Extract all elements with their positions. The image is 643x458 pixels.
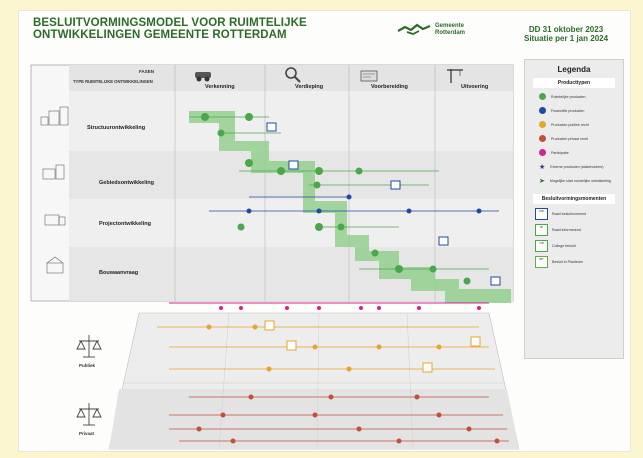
- row-band-2: [69, 151, 513, 199]
- legend-product-label: Ruimtelijke producten: [551, 94, 586, 99]
- private-plane: [109, 389, 519, 449]
- product-dot-icon: [539, 135, 546, 142]
- decision-box-icon: CB: [535, 240, 548, 252]
- binoculars-icon: [195, 72, 211, 82]
- legend-besluit-label: Raad besluitvormend: [552, 212, 586, 216]
- legend-besluit-label: Besluit in Planteam: [552, 260, 583, 264]
- legend-product-label: Producten publiek recht: [551, 122, 589, 127]
- legend-product-item: Ruimtelijke producten: [539, 91, 623, 102]
- product-dot-icon: [539, 121, 546, 128]
- star-icon: ★: [539, 163, 546, 171]
- legend-besluit-item: RB Raad besluitvormend: [535, 208, 623, 220]
- flow-line-blue: [209, 196, 499, 212]
- date-line-1: DD 31 oktober 2023: [528, 25, 604, 34]
- legend-product-item: Participatie: [539, 147, 623, 158]
- row-label-3: Projectontwikkeling: [99, 221, 151, 227]
- row-label-4: Bouwaanvraag: [99, 270, 138, 276]
- phase-label-1: Verkenning: [205, 84, 235, 90]
- flow-lines-green: [189, 116, 489, 270]
- blueprint-icon: [360, 70, 378, 82]
- private-nodes: [196, 394, 500, 444]
- legend-product-item: Producten publiek recht: [539, 119, 623, 130]
- legend-product-item: Financiële producten: [539, 105, 623, 116]
- blue-nodes: [246, 194, 482, 214]
- crane-icon: [447, 69, 463, 83]
- participation-markers: [219, 306, 481, 310]
- legend-title: Legenda: [557, 65, 591, 74]
- legend-besluit-item: RI Raad informerend: [535, 224, 623, 236]
- legend-producttypen-title: Producttypen: [533, 78, 615, 88]
- private-flow-lines: [169, 396, 509, 442]
- phase-dividers: [174, 65, 436, 301]
- legend-besluit-label: Raad informerend: [552, 228, 581, 232]
- magnifier-icon: [285, 67, 301, 83]
- public-boxes: [264, 320, 481, 373]
- legend-product-item: Producten privaat recht: [539, 133, 623, 144]
- actor-private-label: Privaat: [79, 431, 95, 436]
- product-dot-icon: [539, 93, 546, 100]
- poster-title: BESLUITVORMINGSMODEL VOOR RUIMTELIJKE ON…: [33, 17, 307, 41]
- title-line-2: ONTWIKKELINGEN GEMEENTE ROTTERDAM: [33, 29, 287, 41]
- legend-product-label: Externe producten (stakeholders): [550, 164, 604, 169]
- row-label-1: Structuurontwikkeling: [87, 125, 145, 131]
- date-line-2: Situatie per 1 jan 2024: [524, 34, 609, 43]
- legend-panel: Legenda Producttypen Ruimtelijke product…: [524, 59, 624, 359]
- logo-line-1: Gemeente: [435, 23, 465, 29]
- date-block: DD 31 oktober 2023 Situatie per 1 jan 20…: [524, 25, 608, 43]
- green-nodes: [201, 113, 471, 285]
- scales-private-icon: [76, 403, 102, 426]
- legend-product-item: ➤ Mogelijke start ruimtelijke ontwikkelin…: [539, 175, 623, 186]
- legend-product-label: Financiële producten: [551, 108, 585, 113]
- column-header: FASEN: [139, 69, 154, 74]
- public-nodes: [206, 324, 442, 372]
- legend-product-label: Participatie: [551, 150, 569, 155]
- decision-box-icon: BP: [535, 256, 548, 268]
- poster: BESLUITVORMINGSMODEL VOOR RUIMTELIJKE ON…: [18, 10, 631, 452]
- legend-besluit-item: BP Besluit in Planteam: [535, 256, 623, 268]
- phase-label-3: Voorbereiding: [371, 84, 408, 90]
- legend-product-label: Producten privaat recht: [551, 136, 589, 141]
- phase-label-2: Verdieping: [295, 84, 323, 90]
- city-sketch-icon: [40, 106, 69, 274]
- decision-box-icon: RI: [535, 224, 548, 236]
- row-band-1: [69, 91, 513, 151]
- row-band-4: [69, 247, 513, 301]
- row-label-2: Gebiedsontwikkeling: [99, 180, 154, 186]
- phase-label-4: Uitvoering: [461, 84, 488, 90]
- gemeente-logo: Gemeente Rotterdam: [397, 23, 465, 37]
- legend-besluit-item: CB College besluit: [535, 240, 623, 252]
- decision-box-icon: RB: [535, 208, 548, 220]
- arrow-icon: ➤: [539, 177, 545, 185]
- rotterdam-logo-icon: [397, 23, 431, 35]
- row-header: TYPE RUIMTELIJKE ONTWIKKELINGEN: [73, 79, 153, 84]
- decision-boxes: [266, 122, 501, 286]
- actor-public-label: Publiek: [79, 363, 96, 368]
- process-diagram: TYPE RUIMTELIJKE ONTWIKKELINGEN FASEN Ve…: [30, 64, 519, 450]
- title-line-1: BESLUITVORMINGSMODEL VOOR RUIMTELIJKE: [33, 17, 307, 29]
- legend-product-item: ★ Externe producten (stakeholders): [539, 161, 623, 172]
- plane-phase-lines: [218, 312, 414, 450]
- legend-besluit-label: College besluit: [552, 244, 576, 248]
- logo-line-2: Rotterdam: [435, 30, 466, 36]
- legend-product-label: Mogelijke start ruimtelijke ontwikkeling: [549, 178, 611, 183]
- legend-besluit-title: Besluitvormingsmomenten: [533, 194, 615, 204]
- product-dot-icon: [539, 107, 546, 114]
- scales-public-icon: [76, 335, 102, 358]
- product-dot-icon: [539, 149, 546, 156]
